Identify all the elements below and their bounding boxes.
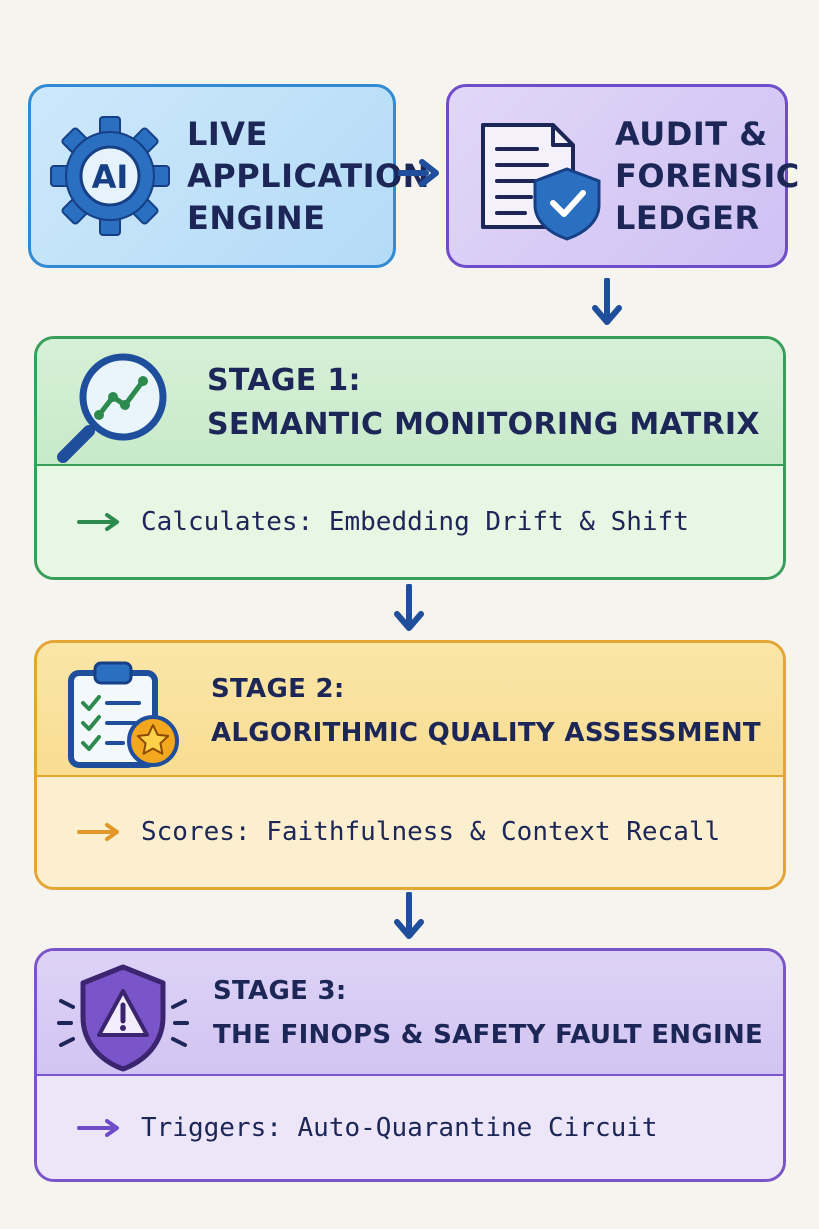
title-line: LIVE	[187, 115, 268, 153]
warning-shield-icon	[57, 964, 189, 1072]
stage-header: STAGE 1: SEMANTIC MONITORING MATRIX	[37, 339, 783, 472]
down-arrow-icon	[394, 584, 424, 631]
right-arrow-icon	[77, 823, 119, 841]
stage-name: SEMANTIC MONITORING MATRIX	[207, 407, 760, 442]
right-arrow-icon	[77, 512, 119, 531]
stage-1-detail: Calculates: Embedding Drift & Shift	[141, 506, 689, 537]
down-arrow-icon	[592, 278, 622, 325]
stage-name: ALGORITHMIC QUALITY ASSESSMENT	[211, 718, 761, 748]
title-line: LEDGER	[615, 199, 760, 237]
stage-detail-row: Calculates: Embedding Drift & Shift	[37, 464, 783, 577]
ai-icon-label: AI	[92, 158, 129, 196]
down-arrow-icon	[394, 892, 424, 939]
stage-3-title: STAGE 3: THE FINOPS & SAFETY FAULT ENGIN…	[213, 969, 763, 1057]
stage-label: STAGE 3:	[213, 976, 347, 1006]
title-line: AUDIT &	[615, 115, 768, 153]
stage-header: STAGE 2: ALGORITHMIC QUALITY ASSESSMENT	[37, 643, 783, 783]
stage-2-detail: Scores: Faithfulness & Context Recall	[141, 817, 721, 847]
stage-detail-row: Scores: Faithfulness & Context Recall	[37, 775, 783, 887]
stage-2-card: STAGE 2: ALGORITHMIC QUALITY ASSESSMENT …	[34, 640, 786, 890]
stage-1-card: STAGE 1: SEMANTIC MONITORING MATRIX Calc…	[34, 336, 786, 580]
stage-name: THE FINOPS & SAFETY FAULT ENGINE	[213, 1020, 764, 1050]
stage-detail-row: Triggers: Auto-Quarantine Circuit	[37, 1074, 783, 1179]
right-arrow-icon	[398, 159, 439, 187]
live-application-engine-box: AI LIVE APPLICATION ENGINE	[28, 84, 429, 268]
ai-gear-icon: AI	[47, 113, 173, 239]
audit-forensic-ledger-box: AUDIT & FORENSIC LEDGER	[446, 84, 799, 268]
stage-2-title: STAGE 2: ALGORITHMIC QUALITY ASSESSMENT	[211, 667, 761, 755]
stage-3-card: STAGE 3: THE FINOPS & SAFETY FAULT ENGIN…	[34, 948, 786, 1182]
live-application-engine-title: LIVE APPLICATION ENGINE	[187, 113, 430, 239]
title-line: APPLICATION	[187, 157, 430, 195]
stage-label: STAGE 1:	[207, 363, 361, 398]
clipboard-star-icon	[68, 661, 179, 768]
audit-forensic-ledger-title: AUDIT & FORENSIC LEDGER	[615, 113, 800, 239]
title-line: ENGINE	[187, 199, 326, 237]
magnifier-chart-icon	[57, 353, 167, 463]
document-shield-icon	[475, 109, 605, 243]
right-arrow-icon	[77, 1118, 119, 1137]
stage-header: STAGE 3: THE FINOPS & SAFETY FAULT ENGIN…	[37, 951, 783, 1082]
title-line: FORENSIC	[615, 157, 800, 195]
stage-3-detail: Triggers: Auto-Quarantine Circuit	[141, 1112, 658, 1143]
stage-1-title: STAGE 1: SEMANTIC MONITORING MATRIX	[207, 359, 760, 447]
stage-label: STAGE 2:	[211, 674, 345, 704]
